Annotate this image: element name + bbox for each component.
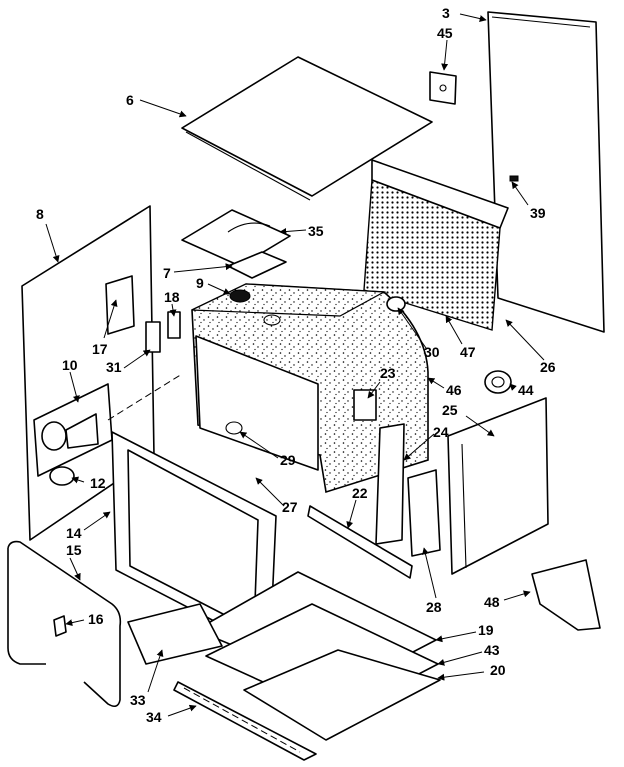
callout-18: 18	[164, 289, 180, 305]
callout-3: 3	[442, 5, 450, 21]
vent-9	[229, 289, 281, 326]
callout-47: 47	[460, 344, 476, 360]
callout-28: 28	[426, 599, 442, 615]
callout-31: 31	[106, 359, 122, 375]
callout-35: 35	[308, 223, 324, 239]
hinge-28	[407, 469, 441, 557]
callout-17: 17	[92, 341, 108, 357]
callouts: 3 45 6 39 8 35 7 9 18 17 31 47 30 26 10 …	[36, 5, 556, 725]
callout-39: 39	[530, 205, 546, 221]
callout-34: 34	[146, 709, 162, 725]
callout-23: 23	[380, 365, 396, 381]
bulb-12	[49, 466, 75, 486]
callout-45: 45	[437, 25, 453, 41]
callout-33: 33	[130, 692, 146, 708]
callout-6: 6	[126, 92, 134, 108]
bracket-24	[375, 423, 405, 545]
callout-9: 9	[196, 275, 204, 291]
insulation-back	[363, 159, 509, 331]
bracket-48	[531, 559, 601, 631]
trim-33	[127, 603, 223, 665]
switch-31	[145, 321, 161, 353]
callout-26: 26	[540, 359, 556, 375]
callout-48: 48	[484, 594, 500, 610]
callout-16: 16	[88, 611, 104, 627]
burner-plate	[227, 251, 287, 279]
callout-12: 12	[90, 475, 106, 491]
side-panel-right	[447, 397, 549, 575]
grommet-30	[386, 296, 406, 312]
cavity-opening	[195, 335, 319, 471]
callout-24: 24	[433, 424, 449, 440]
rear-panel	[487, 11, 605, 333]
bracket-45	[429, 71, 457, 105]
grommet-44	[484, 370, 512, 394]
leader-lines	[45, 13, 545, 717]
callout-25: 25	[442, 402, 458, 418]
vent-grille	[173, 681, 317, 761]
callout-43: 43	[484, 642, 500, 658]
callout-20: 20	[490, 662, 506, 678]
top-panel	[181, 56, 433, 201]
callout-44: 44	[518, 382, 534, 398]
callout-10: 10	[62, 357, 78, 373]
assembly-line	[107, 373, 183, 421]
clip-16	[53, 615, 67, 637]
callout-27: 27	[282, 499, 298, 515]
callout-46: 46	[446, 382, 462, 398]
switch-17	[105, 275, 135, 335]
door-frame	[111, 431, 277, 651]
rail-22	[307, 505, 413, 579]
callout-8: 8	[36, 206, 44, 222]
callout-15: 15	[66, 542, 82, 558]
callout-7: 7	[163, 265, 171, 281]
callout-14: 14	[66, 525, 82, 541]
callout-30: 30	[424, 344, 440, 360]
callout-19: 19	[478, 622, 494, 638]
callout-29: 29	[280, 452, 296, 468]
light-29	[225, 421, 243, 435]
callout-22: 22	[352, 485, 368, 501]
